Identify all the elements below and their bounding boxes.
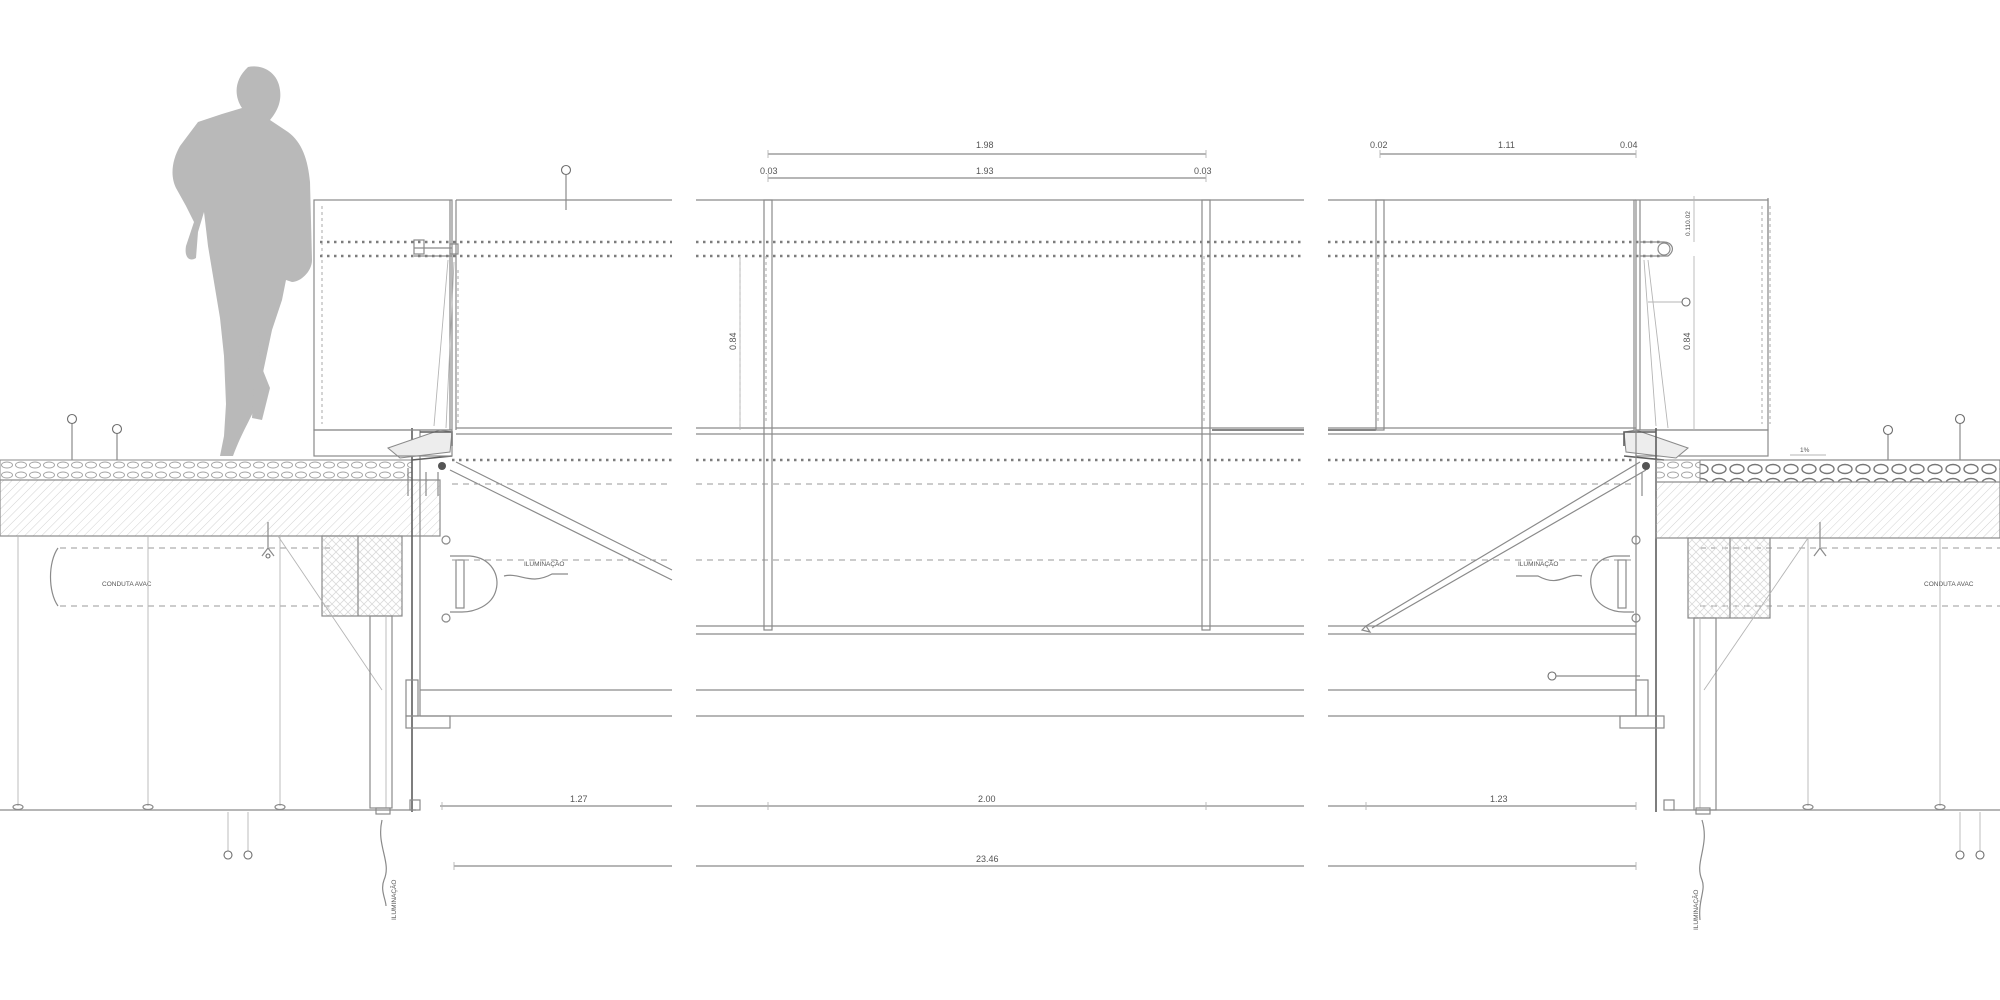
dim-bottom-left: 1.27 bbox=[570, 794, 588, 804]
dim-bottom-center: 2.00 bbox=[978, 794, 996, 804]
dim-overall: 23.46 bbox=[976, 854, 999, 864]
dim-right-top-right: 0.04 bbox=[1620, 140, 1638, 150]
dim-vertical-right: 0.84 bbox=[1682, 332, 1692, 350]
right-bank: 0.110.02 0.84 1% CONDUTA AVAC bbox=[1619, 196, 2000, 930]
dim-bottom-right: 1.23 bbox=[1490, 794, 1508, 804]
dim-right-top-left: 0.02 bbox=[1370, 140, 1388, 150]
dim-top-total: 1.98 bbox=[976, 140, 994, 150]
left-bank: CONDUTA AVAC ILUMINAÇÃO bbox=[0, 66, 673, 920]
conduit-label-right: CONDUTA AVAC bbox=[1924, 581, 1974, 588]
rail-right-segment: 0.02 1.11 0.04 ILUMINAÇÃO bbox=[1328, 140, 1664, 717]
slope-label: 1% bbox=[1800, 447, 1810, 454]
drain-label-right: ILUMINAÇÃO bbox=[1691, 890, 1700, 930]
rail-left-segment bbox=[320, 199, 672, 717]
dim-top-right-offset: 0.03 bbox=[1194, 166, 1212, 176]
human-silhouette bbox=[172, 66, 312, 457]
lighting-label-left: ILUMINAÇÃO bbox=[524, 559, 564, 568]
dim-top-middle: 1.93 bbox=[976, 166, 994, 176]
drain-label-left: ILUMINAÇÃO bbox=[389, 880, 398, 920]
conduit-label-left: CONDUTA AVAC bbox=[102, 581, 152, 588]
dim-vertical-middle: 0.84 bbox=[728, 332, 738, 350]
dim-top-left-offset: 0.03 bbox=[760, 166, 778, 176]
dim-vertical-right-top: 0.110.02 bbox=[1685, 211, 1692, 236]
lighting-label-right: ILUMINAÇÃO bbox=[1518, 559, 1558, 568]
dim-right-top-middle: 1.11 bbox=[1498, 140, 1515, 150]
middle-segment: 1.98 0.03 1.93 0.03 0.84 1.27 2.00 1.23 … bbox=[440, 140, 1637, 870]
